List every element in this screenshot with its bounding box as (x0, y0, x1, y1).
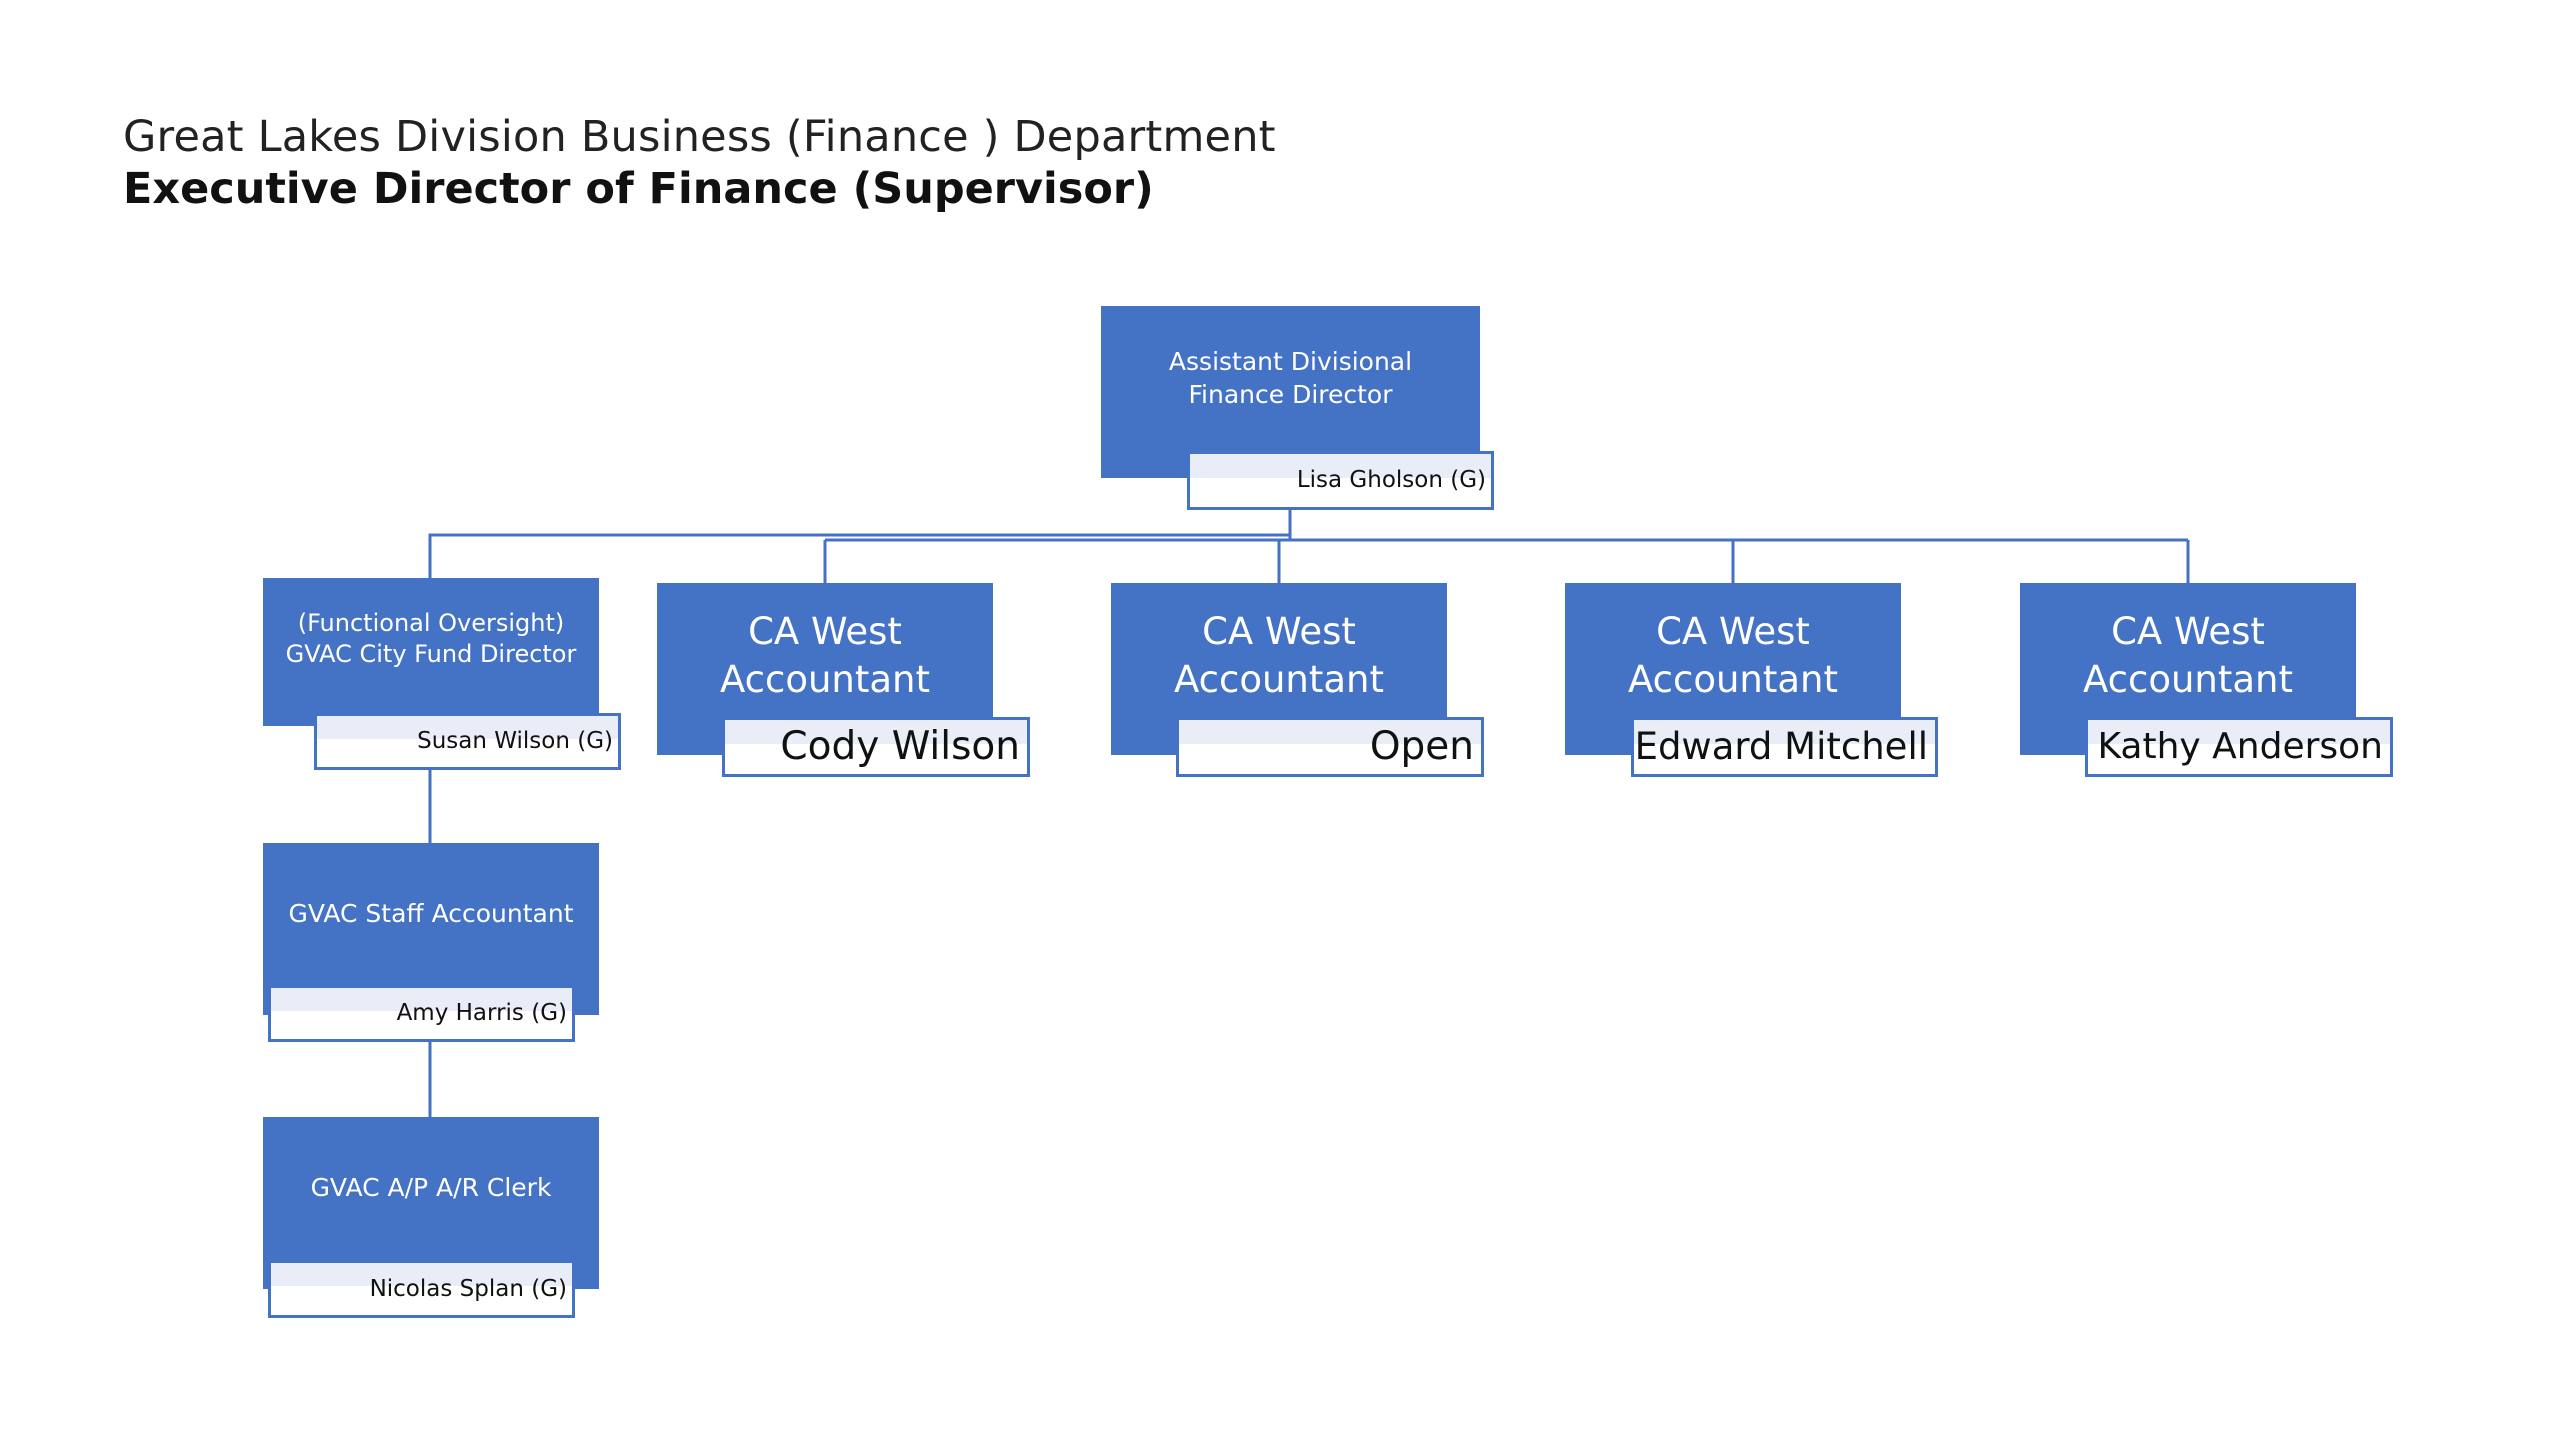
department-title: Great Lakes Division Business (Finance )… (123, 112, 1276, 162)
node-role-label: (Functional Oversight) GVAC City Fund Di… (285, 609, 577, 669)
node-name-box: Cody Wilson (722, 717, 1030, 777)
node-name-label: Kathy Anderson (2097, 726, 2383, 767)
node-role-label: CA West Accountant (2082, 610, 2294, 702)
node-name-label: Lisa Gholson (G) (1296, 467, 1486, 493)
node-name-box: Nicolas Splan (G) (268, 1260, 575, 1318)
node-role-label: CA West Accountant (1627, 610, 1839, 702)
node-name-label: Amy Harris (G) (396, 1000, 567, 1026)
node-name-box: Susan Wilson (G) (314, 713, 621, 770)
node-name-label: Edward Mitchell (1634, 725, 1928, 768)
node-name-box: Amy Harris (G) (268, 985, 575, 1042)
node-name-box: Kathy Anderson (2085, 717, 2393, 777)
node-role-label: CA West Accountant (1173, 610, 1385, 702)
supervisor-title: Executive Director of Finance (Superviso… (123, 164, 1154, 214)
node-name-box: Open (1176, 717, 1484, 777)
node-role-label: GVAC Staff Accountant (288, 899, 574, 928)
node-assistant-divisional-finance-director: Assistant Divisional Finance Director (1101, 306, 1480, 478)
node-role-label: Assistant Divisional Finance Director (1168, 347, 1413, 409)
node-name-label: Nicolas Splan (G) (369, 1276, 567, 1302)
node-name-label: Susan Wilson (G) (417, 728, 613, 754)
node-name-box: Edward Mitchell (1631, 717, 1938, 777)
node-functional-oversight-director: (Functional Oversight) GVAC City Fund Di… (263, 578, 599, 726)
node-name-label: Open (1369, 724, 1474, 769)
node-role-label: CA West Accountant (719, 610, 931, 702)
node-name-box: Lisa Gholson (G) (1187, 451, 1494, 510)
node-name-label: Cody Wilson (780, 724, 1020, 769)
node-role-label: GVAC A/P A/R Clerk (310, 1173, 552, 1202)
connector-to-oversight (428, 533, 1290, 578)
